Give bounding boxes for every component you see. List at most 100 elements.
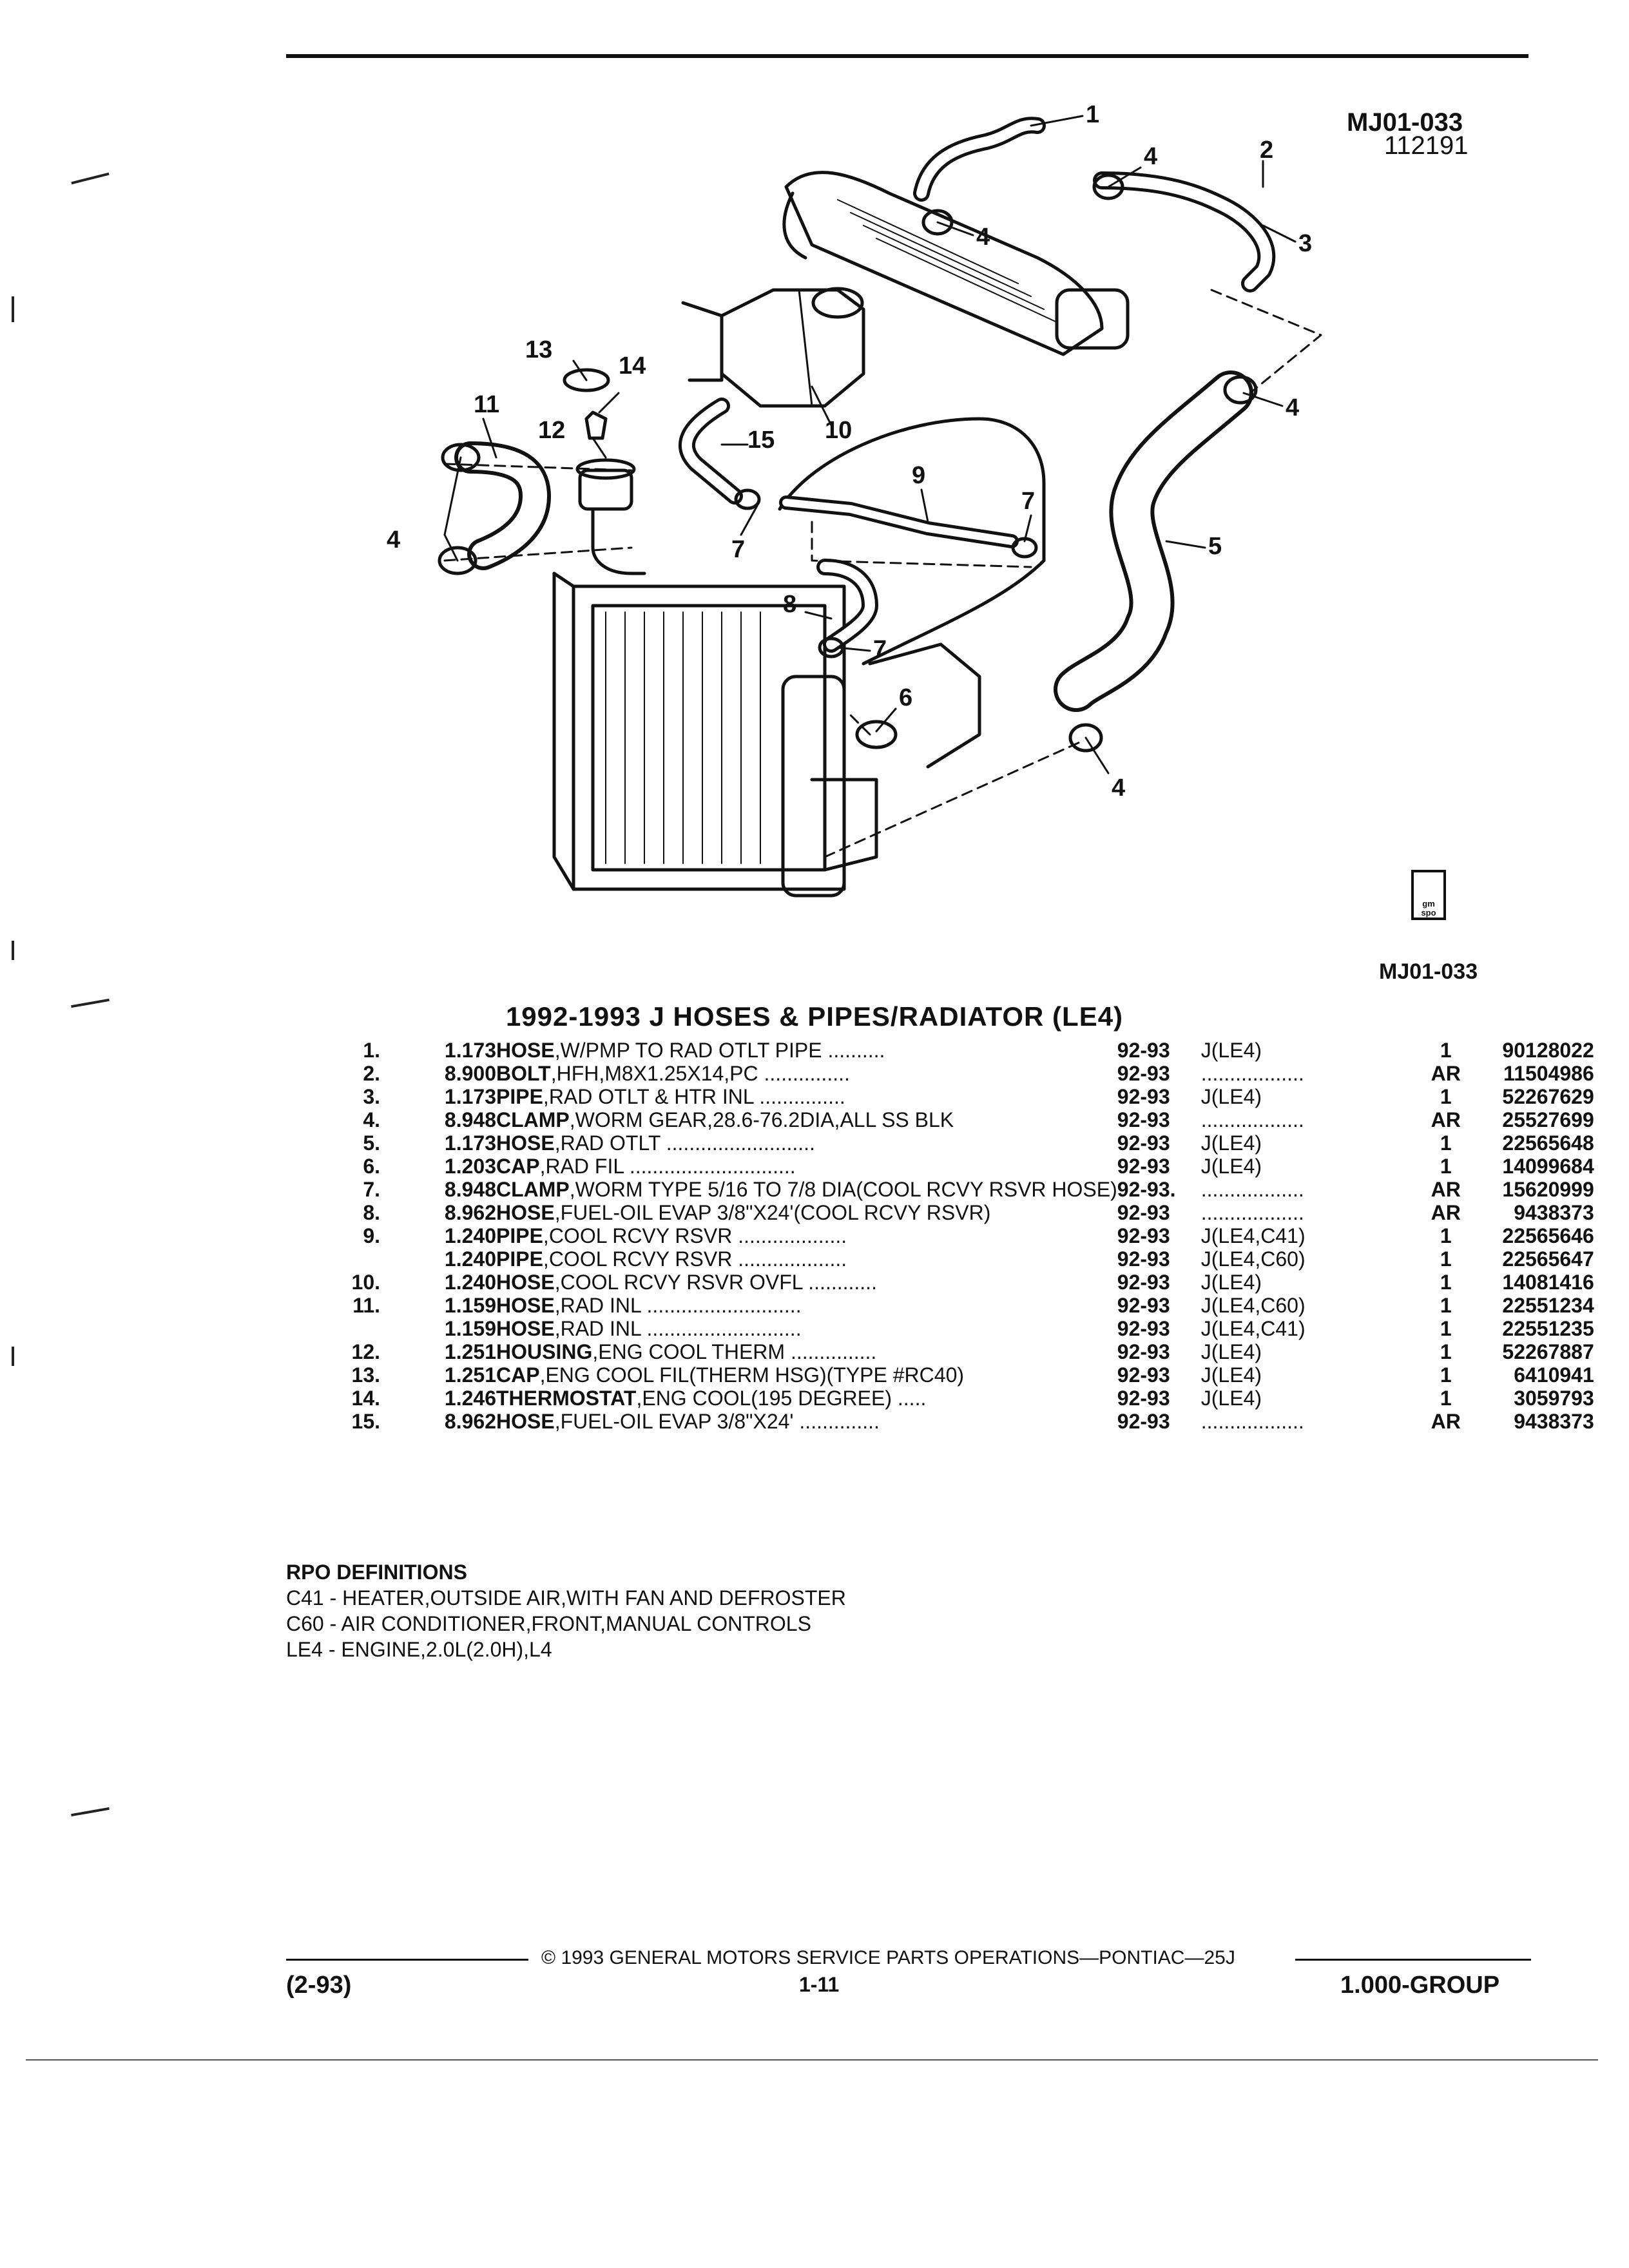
quantity: 1 [1440, 1363, 1452, 1387]
callout-4: 4 [1112, 774, 1125, 802]
item-number: 6. [363, 1155, 380, 1178]
figure-code: MJ01-033 [1379, 959, 1478, 984]
callout-13: 13 [525, 336, 552, 363]
description-cell: PIPE,COOL RCVY RSVR ................... [496, 1224, 1117, 1247]
part-name: HOSE [496, 1410, 555, 1433]
usage-option: .................. [1200, 1108, 1304, 1131]
usage-option: J(LE4) [1200, 1363, 1262, 1387]
group-number: 1.173 [444, 1131, 496, 1155]
part-name: HOSE [496, 1201, 555, 1224]
engine-outline [778, 417, 1046, 872]
usage-option: J(LE4) [1200, 1340, 1262, 1363]
description-cell: PIPE,COOL RCVY RSVR ................... [496, 1247, 1117, 1271]
callout-4: 4 [387, 526, 400, 553]
rpo-line: LE4 - ENGINE,2.0L(2.0H),L4 [286, 1638, 552, 1661]
part-name: CLAMP [496, 1178, 570, 1201]
callout-7: 7 [873, 636, 887, 663]
description-cell: BOLT,HFH,M8X1.25X14,PC ............... [496, 1062, 1117, 1085]
item-number: 3. [363, 1085, 380, 1108]
quantity: AR [1431, 1178, 1461, 1201]
callout-9: 9 [912, 462, 925, 489]
quantity: AR [1431, 1201, 1461, 1224]
group-number: 1.203 [444, 1155, 496, 1178]
usage-option: J(LE4) [1200, 1085, 1262, 1108]
callout-4: 4 [1286, 394, 1299, 421]
quantity: 1 [1440, 1340, 1452, 1363]
part-number: 52267629 [1502, 1085, 1594, 1108]
model-years: 92-93 [1117, 1340, 1170, 1363]
part-description: ,RAD INL ........................... [554, 1317, 802, 1340]
model-years: 92-93 [1117, 1201, 1170, 1224]
usage-option: J(LE4) [1200, 1387, 1262, 1410]
part-number: 52267887 [1502, 1340, 1594, 1363]
item-number: 1. [363, 1039, 380, 1062]
part-description: ,W/PMP TO RAD OTLT PIPE .......... [554, 1039, 885, 1062]
part-name: HOSE [496, 1271, 555, 1294]
description-cell: HOSE,COOL RCVY RSVR OVFL ............ [496, 1271, 1117, 1294]
group-number: 1.240 [444, 1247, 496, 1271]
model-years: 92-93 [1117, 1271, 1170, 1294]
quantity: 1 [1440, 1085, 1452, 1108]
item-number [309, 1317, 380, 1340]
part-number: 9438373 [1514, 1201, 1594, 1224]
description-cell: HOSE,RAD INL ........................... [496, 1317, 1117, 1340]
part-description: ,RAD FIL ............................. [539, 1155, 796, 1178]
usage-option: .................. [1200, 1201, 1304, 1224]
footer-rule-left [286, 1959, 528, 1961]
callout-1: 1 [1086, 101, 1099, 128]
part-name: BOLT [496, 1062, 551, 1085]
part-number: 22551234 [1502, 1294, 1594, 1317]
group-number: 8.900 [444, 1062, 496, 1085]
cap-13 [563, 368, 610, 392]
part-name: CLAMP [496, 1108, 570, 1131]
item-number: 10. [351, 1271, 380, 1294]
part-number: 9438373 [1514, 1410, 1594, 1433]
quantity: 1 [1440, 1131, 1452, 1155]
quantity: AR [1431, 1410, 1461, 1433]
cap-6 [855, 720, 898, 749]
part-number: 11504986 [1503, 1062, 1594, 1085]
top-rule [286, 54, 1528, 58]
model-years: 92-93. [1117, 1178, 1176, 1201]
page-title: 1992-1993 J HOSES & PIPES/RADIATOR (LE4) [505, 1001, 1124, 1032]
part-description: ,ENG COOL THERM ............... [592, 1340, 877, 1363]
margin-mark [12, 296, 14, 322]
margin-mark [12, 1347, 14, 1366]
group-number: 1.246 [444, 1387, 496, 1410]
description-cell: CAP,RAD FIL ............................… [496, 1155, 1117, 1178]
group-number: 8.948 [444, 1178, 496, 1201]
description-cell: HOSE,FUEL-OIL EVAP 3/8"X24' ............… [496, 1410, 1117, 1433]
item-number: 8. [363, 1201, 380, 1224]
description-cell: HOUSING,ENG COOL THERM ............... [496, 1340, 1117, 1363]
callout-4: 4 [976, 224, 990, 251]
part-number: 3059793 [1514, 1387, 1594, 1410]
item-number: 7. [363, 1178, 380, 1201]
part-description: ,WORM GEAR,28.6-76.2DIA,ALL SS BLK [569, 1108, 954, 1131]
group-number: 1.173 [444, 1039, 496, 1062]
description-cell: HOSE,FUEL-OIL EVAP 3/8"X24'(COOL RCVY RS… [496, 1201, 1117, 1224]
part-description: ,COOL RCVY RSVR ................... [543, 1224, 847, 1247]
item-number: 14. [351, 1387, 380, 1410]
quantity: 1 [1440, 1271, 1452, 1294]
part-number: 25527699 [1502, 1108, 1594, 1131]
group-number: 8.962 [444, 1201, 496, 1224]
coolant-reservoir [681, 287, 865, 408]
part-number: 14081416 [1502, 1271, 1594, 1294]
group-number: 1.240 [444, 1224, 496, 1247]
model-years: 92-93 [1117, 1294, 1170, 1317]
part-description: ,FUEL-OIL EVAP 3/8"X24' .............. [554, 1410, 880, 1433]
part-name: HOSE [496, 1317, 555, 1340]
model-years: 92-93 [1117, 1410, 1170, 1433]
quantity: AR [1431, 1062, 1461, 1085]
item-number: 11. [352, 1294, 380, 1317]
rpo-definitions: RPO DEFINITIONS C41 - HEATER,OUTSIDE AIR… [286, 1559, 846, 1662]
quantity: 1 [1440, 1294, 1452, 1317]
description-cell: CLAMP,WORM TYPE 5/16 TO 7/8 DIA(COOL RCV… [496, 1178, 1117, 1201]
model-years: 92-93 [1117, 1131, 1170, 1155]
